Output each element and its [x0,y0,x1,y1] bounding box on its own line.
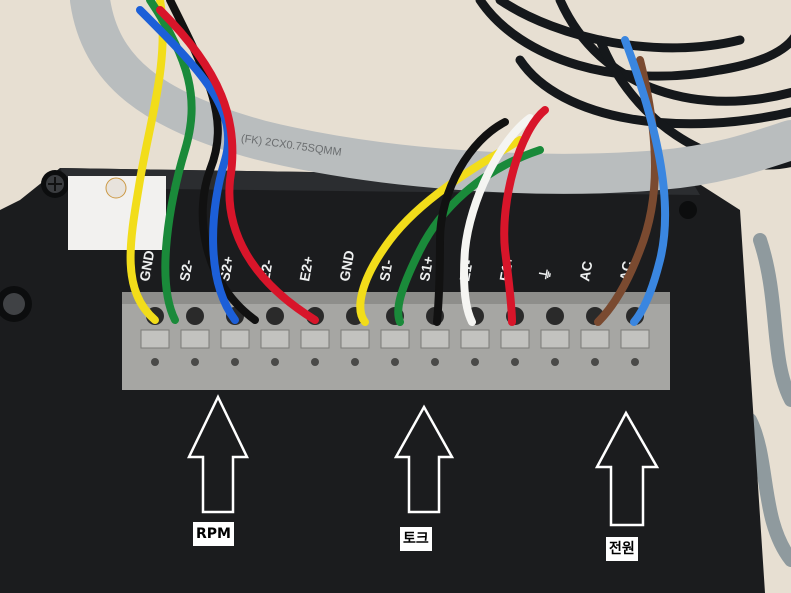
terminal-label: S1- [376,258,396,283]
terminal-test-hole [631,358,639,366]
black-cable-coil [475,0,791,170]
wire-white-mid [459,114,534,326]
terminal-hole [186,307,204,325]
terminal-lever [580,329,610,349]
terminal-lever [340,329,370,349]
wire-red-left [156,6,319,324]
terminal-lever [300,329,330,349]
wire-yellow-mid [356,136,524,326]
terminal-lever [420,329,450,349]
arrow-rpm [187,394,249,514]
terminal-lever [260,329,290,349]
wire-red-mid [500,106,549,326]
terminal-test-hole [551,358,559,366]
terminal-test-hole [151,358,159,366]
gray-cable-top [70,0,791,194]
terminal-test-hole [311,358,319,366]
terminal-lever [180,329,210,349]
wire-black-mid [433,118,509,326]
terminal-test-hole [511,358,519,366]
terminal-label: GND [336,249,357,282]
screw-left [0,286,32,322]
arrow-power [594,410,660,527]
terminal-lever [620,329,650,349]
rpm-callout: RPM [193,522,234,546]
terminal-test-hole [351,358,359,366]
terminal-hole [266,307,284,325]
wire-blue-right [621,36,670,326]
terminal-label: S2- [176,258,196,283]
terminal-label: GND [136,249,157,282]
terminal-label: E2+ [296,255,316,283]
wires [126,0,670,326]
terminal-lever [140,329,170,349]
terminal-test-hole [431,358,439,366]
terminal-lever [540,329,570,349]
screw-right [679,201,697,219]
terminal-test-hole [391,358,399,366]
terminal-lever [460,329,490,349]
terminal-lever [500,329,530,349]
terminal-label: AC [576,260,595,283]
terminal-test-hole [471,358,479,366]
gray-cable-right [743,233,791,567]
terminal-test-hole [191,358,199,366]
terminal-lever [220,329,250,349]
screw-top-left [41,170,69,198]
wire-green-mid [394,146,544,326]
terminal-lever [380,329,410,349]
terminal-test-hole [271,358,279,366]
wire-blue-left [136,6,239,324]
terminal-label: S1+ [416,255,436,283]
terminal-label: ⏚ [536,266,554,283]
terminal-test-hole [591,358,599,366]
arrow-torque [393,404,455,514]
terminal-test-hole [231,358,239,366]
terminal-hole [546,307,564,325]
torque-callout: 토크 [400,527,432,551]
power-callout: 전원 [606,537,638,561]
wire-yellow-left [126,0,167,324]
